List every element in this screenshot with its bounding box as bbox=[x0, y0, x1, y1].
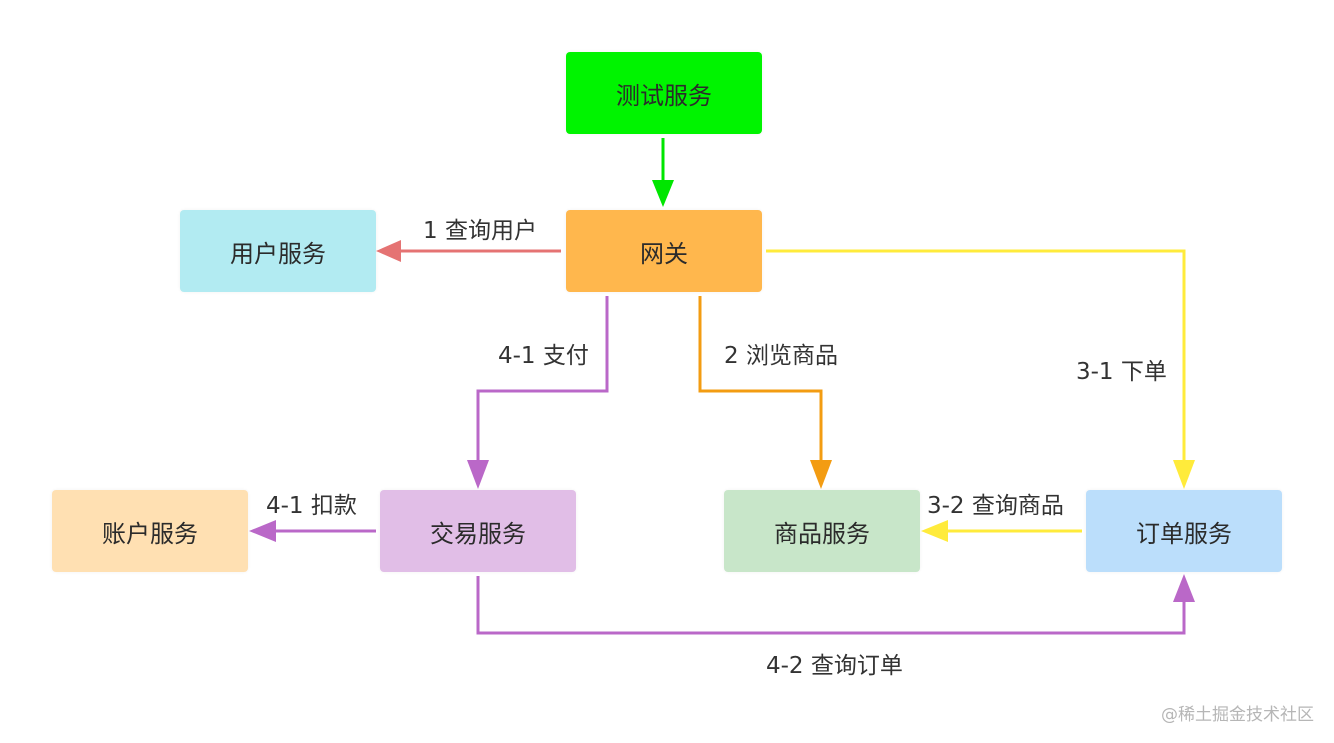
edge-place-order bbox=[766, 249, 1195, 489]
edge-label-place-order: 3-1 下单 bbox=[1076, 359, 1167, 385]
account-service-label: 账户服务 bbox=[102, 519, 198, 548]
product-service-node: 商品服务 bbox=[724, 490, 920, 572]
gateway-node: 网关 bbox=[566, 210, 762, 292]
edge-query-order bbox=[476, 574, 1195, 635]
order-service-label: 订单服务 bbox=[1136, 519, 1232, 548]
edge-label-pay: 4-1 支付 bbox=[498, 343, 589, 369]
test-service-node: 测试服务 bbox=[566, 52, 762, 134]
edge-query-user bbox=[376, 240, 561, 262]
user-service-label: 用户服务 bbox=[230, 239, 326, 268]
watermark: @稀土掘金技术社区 bbox=[1161, 705, 1314, 725]
edge-label-deduct: 4-1 扣款 bbox=[266, 493, 357, 519]
order-service-node: 订单服务 bbox=[1086, 490, 1282, 572]
transaction-service-label: 交易服务 bbox=[430, 519, 526, 548]
edge-test-to-gateway bbox=[652, 138, 674, 207]
edge-browse-products bbox=[698, 296, 832, 489]
test-service-label: 测试服务 bbox=[616, 81, 712, 110]
gateway-label: 网关 bbox=[640, 239, 688, 268]
edge-query-products bbox=[921, 520, 1082, 542]
edge-pay bbox=[467, 296, 609, 489]
transaction-service-node: 交易服务 bbox=[380, 490, 576, 572]
edge-label-query-user: 1 查询用户 bbox=[423, 218, 537, 244]
edge-deduct bbox=[249, 520, 376, 542]
account-service-node: 账户服务 bbox=[52, 490, 248, 572]
product-service-label: 商品服务 bbox=[774, 519, 870, 548]
user-service-node: 用户服务 bbox=[180, 210, 376, 292]
edge-label-query-order: 4-2 查询订单 bbox=[766, 653, 903, 679]
edge-label-query-products: 3-2 查询商品 bbox=[927, 493, 1064, 519]
edge-label-browse-products: 2 浏览商品 bbox=[724, 343, 838, 369]
